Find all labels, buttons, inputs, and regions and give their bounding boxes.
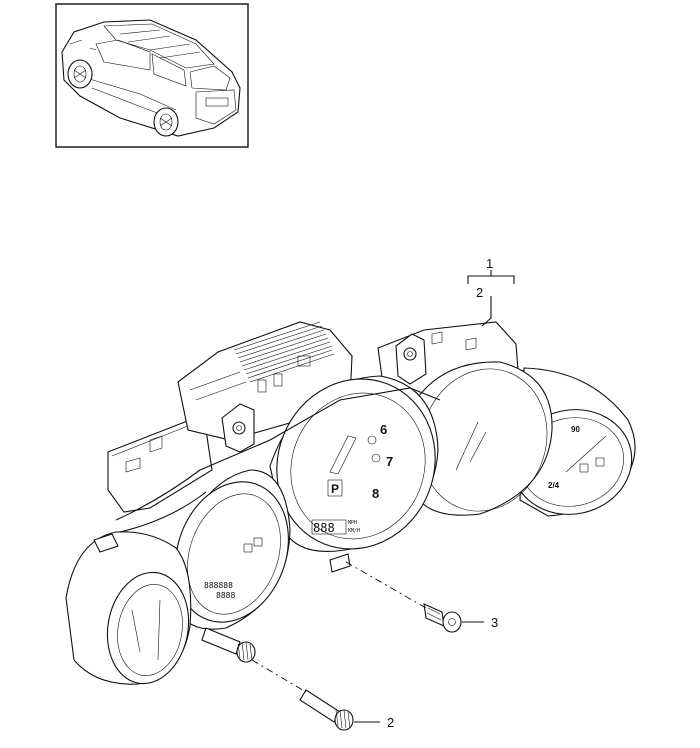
instrument-cluster: 90 2/4 6 7 8 P 888 MPH KM/H — [65, 321, 636, 685]
left-lcd-top: 888888 — [204, 581, 233, 590]
assembly-line-3 — [345, 561, 427, 609]
callout-3: 3 — [491, 615, 498, 630]
screw-3 — [423, 603, 462, 633]
gauge-right-fraction: 2/4 — [548, 481, 560, 490]
callout-2-screw: 2 — [387, 715, 394, 730]
callout-1: 1 — [486, 256, 493, 271]
callout-bracket-1-2 — [467, 270, 515, 327]
screw-long-upper — [201, 627, 256, 663]
callout-2-bracket: 2 — [476, 285, 483, 300]
tach-label-7: 7 — [386, 454, 393, 469]
odometer-digits: 888 — [313, 521, 335, 535]
assembly-line-2 — [251, 659, 307, 693]
unit-mph: MPH — [348, 520, 357, 526]
mounting-tab-center — [221, 403, 255, 453]
heatsink-fins — [233, 321, 335, 383]
left-lcd-bottom: 8888 — [216, 591, 235, 600]
gauge-speedometer: 888888 8888 — [175, 469, 291, 630]
tach-label-6: 6 — [380, 422, 387, 437]
gauge-left — [65, 531, 192, 685]
gauge-blank — [411, 361, 553, 516]
gear-indicator: P — [331, 482, 339, 496]
unit-kmh: KM/H — [348, 528, 360, 534]
screw-long-lower — [299, 689, 354, 731]
suv-illustration — [61, 19, 241, 137]
gauge-right-90: 90 — [571, 425, 580, 434]
mounting-tab-right — [395, 333, 427, 385]
gauge-tachometer: 6 7 8 P 888 MPH KM/H — [269, 375, 439, 573]
vehicle-thumbnail — [55, 3, 249, 148]
tach-label-8: 8 — [372, 486, 379, 501]
